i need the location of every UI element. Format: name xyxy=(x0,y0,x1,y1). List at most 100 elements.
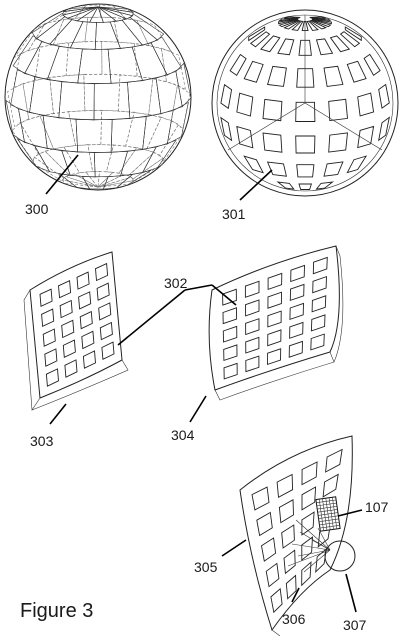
panel-window xyxy=(281,524,295,549)
sphere-window xyxy=(323,161,344,177)
sphere-window xyxy=(262,132,283,153)
panel-window xyxy=(312,256,328,275)
sphere-facet xyxy=(52,16,89,45)
sphere-facet xyxy=(34,42,69,81)
label-300: 300 xyxy=(25,201,49,217)
grid-line xyxy=(316,499,337,504)
sphere-facet xyxy=(10,69,36,114)
panel-window xyxy=(39,288,53,307)
sphere-facet xyxy=(14,22,46,58)
light-ray xyxy=(303,549,331,573)
panel-window xyxy=(99,321,113,341)
sphere-facet xyxy=(93,151,128,178)
sphere-window xyxy=(262,98,283,122)
sphere-window xyxy=(339,31,361,48)
panel-window xyxy=(289,283,305,302)
label-303: 303 xyxy=(30,433,54,449)
panel-window xyxy=(325,448,343,473)
sphere-window xyxy=(378,116,390,142)
panel-window xyxy=(251,486,270,511)
grid-line xyxy=(319,524,340,529)
sphere-facet xyxy=(100,109,135,147)
panel-window xyxy=(81,330,95,350)
panel-window xyxy=(64,359,78,378)
sphere-facet xyxy=(117,74,154,115)
label-305: 305 xyxy=(194,559,218,575)
sphere-facet xyxy=(85,171,100,188)
sphere-window xyxy=(328,132,349,153)
sphere-facet xyxy=(68,109,103,146)
sphere-facet xyxy=(171,84,191,129)
sphere-facet xyxy=(39,111,76,150)
sphere-facet xyxy=(63,144,93,174)
sphere-window xyxy=(315,38,334,56)
sphere-facet xyxy=(175,62,192,108)
sphere-facet xyxy=(166,101,189,145)
sphere-facet xyxy=(118,147,155,177)
panel-window xyxy=(301,511,315,536)
panel-window xyxy=(244,280,260,298)
sphere-facet xyxy=(22,76,54,120)
sphere-window xyxy=(278,19,300,28)
sphere-facet xyxy=(93,82,131,121)
sphere-window xyxy=(243,155,264,174)
sphere-window xyxy=(346,155,368,174)
sphere-facet xyxy=(77,48,112,84)
sphere-facet xyxy=(97,6,118,23)
panel-window xyxy=(289,321,304,339)
sphere-window xyxy=(298,183,313,190)
sphere-facet xyxy=(16,138,51,173)
panel-window xyxy=(42,328,56,347)
panel-window xyxy=(261,537,277,562)
panel-window xyxy=(310,333,325,351)
sphere-window xyxy=(357,125,375,149)
sphere-window xyxy=(310,19,332,28)
panel-window xyxy=(222,325,238,343)
label-307: 307 xyxy=(343,617,367,633)
sphere-window xyxy=(309,16,326,19)
panel-window xyxy=(267,329,282,347)
sphere-window xyxy=(243,60,264,83)
sphere-facet xyxy=(64,173,99,188)
label-107: 107 xyxy=(365,499,389,515)
sphere-facet xyxy=(65,40,103,76)
panel-window xyxy=(95,262,109,282)
sphere-window xyxy=(315,181,335,190)
sphere-facet xyxy=(11,122,39,161)
panel-window xyxy=(256,511,273,537)
panel-window xyxy=(276,473,294,499)
panel-window xyxy=(222,307,238,325)
panel-window xyxy=(285,574,297,600)
panel-window xyxy=(76,271,90,290)
sphere-facet xyxy=(102,174,134,190)
sphere-facet xyxy=(131,42,168,82)
sphere-facet xyxy=(61,179,99,188)
grid-line xyxy=(317,505,338,510)
sphere-window xyxy=(296,164,315,178)
sphere-window xyxy=(229,53,247,77)
panel-window xyxy=(267,310,282,328)
sphere-facet xyxy=(142,110,174,150)
panel-window xyxy=(62,339,76,358)
sphere-window xyxy=(295,101,316,122)
sphere-window xyxy=(328,98,348,122)
grid-line xyxy=(318,512,338,516)
panel-window xyxy=(45,368,59,387)
sphere-facet xyxy=(49,19,84,49)
sphere-facet xyxy=(29,76,63,119)
sphere-facet xyxy=(46,46,83,84)
sphere-window xyxy=(266,161,287,177)
panel-window xyxy=(301,461,318,486)
panel-window xyxy=(222,288,237,306)
panel-window xyxy=(267,291,282,309)
sphere-facet xyxy=(74,4,102,19)
panel-window xyxy=(245,318,260,336)
light-ray xyxy=(295,519,331,551)
sphere-window xyxy=(357,92,375,117)
sphere-facet xyxy=(97,176,135,188)
sphere-window xyxy=(363,53,381,76)
sphere-window xyxy=(267,65,287,87)
sphere-window xyxy=(283,20,302,30)
light-ray xyxy=(317,527,331,551)
sphere-facet xyxy=(53,5,87,22)
